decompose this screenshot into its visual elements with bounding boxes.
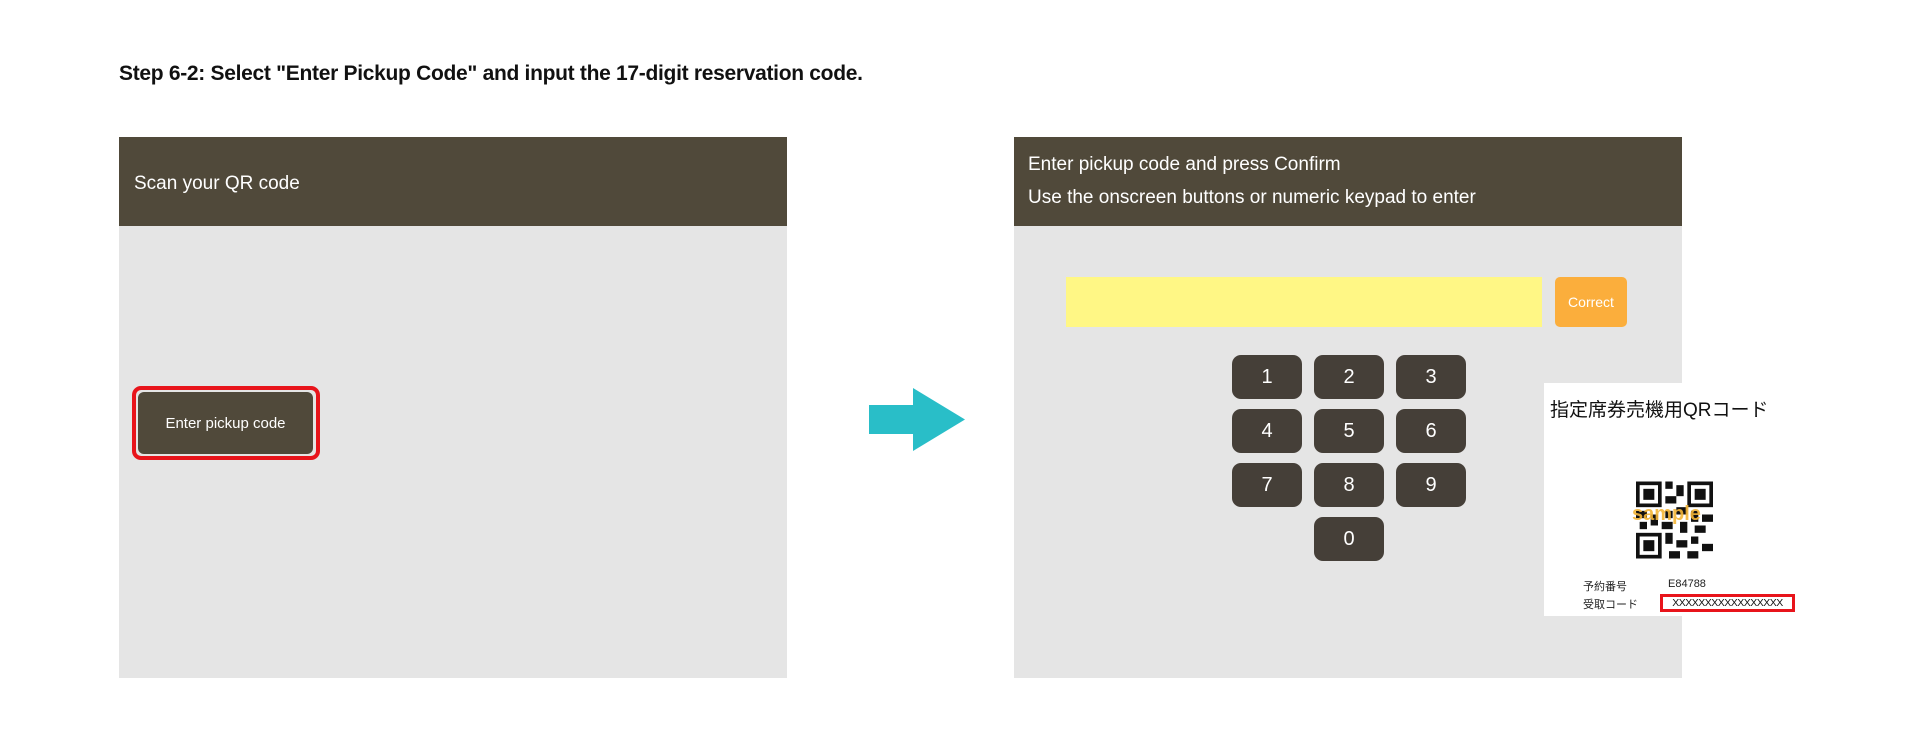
pickup-code-input[interactable] (1066, 277, 1542, 327)
reservation-value: E84788 (1668, 578, 1706, 590)
key-5[interactable]: 5 (1314, 409, 1384, 453)
key-1[interactable]: 1 (1232, 355, 1302, 399)
header-line-2: Use the onscreen buttons or numeric keyp… (1028, 187, 1476, 208)
sample-watermark: sample (1632, 503, 1701, 525)
key-3[interactable]: 3 (1396, 355, 1466, 399)
enter-pickup-code-button[interactable]: Enter pickup code (138, 392, 313, 454)
screen-header: Enter pickup code and press Confirm Use … (1014, 137, 1682, 226)
key-9[interactable]: 9 (1396, 463, 1466, 507)
key-6[interactable]: 6 (1396, 409, 1466, 453)
pickup-code-label: 受取コード (1583, 599, 1638, 611)
header-line-1: Enter pickup code and press Confirm (1028, 154, 1341, 175)
key-0[interactable]: 0 (1314, 517, 1384, 561)
header-text: Scan your QR code (134, 173, 300, 194)
key-7[interactable]: 7 (1232, 463, 1302, 507)
key-2[interactable]: 2 (1314, 355, 1384, 399)
qr-code-icon (1636, 481, 1713, 559)
highlight-outline (132, 386, 320, 460)
ticket-title: 指定席券売機用QRコード (1550, 400, 1769, 421)
correct-button[interactable]: Correct (1555, 277, 1627, 327)
arrow-right-icon (869, 388, 965, 451)
pickup-code-value: XXXXXXXXXXXXXXXXX (1660, 594, 1795, 612)
key-8[interactable]: 8 (1314, 463, 1384, 507)
step-title: Step 6-2: Select "Enter Pickup Code" and… (119, 62, 863, 85)
reservation-label: 予約番号 (1583, 581, 1627, 593)
sample-ticket-card: 指定席券売機用QRコード sample 予約番号 E84788 受取コード XX… (1544, 383, 1799, 616)
key-4[interactable]: 4 (1232, 409, 1302, 453)
screen-header: Scan your QR code (119, 137, 787, 226)
